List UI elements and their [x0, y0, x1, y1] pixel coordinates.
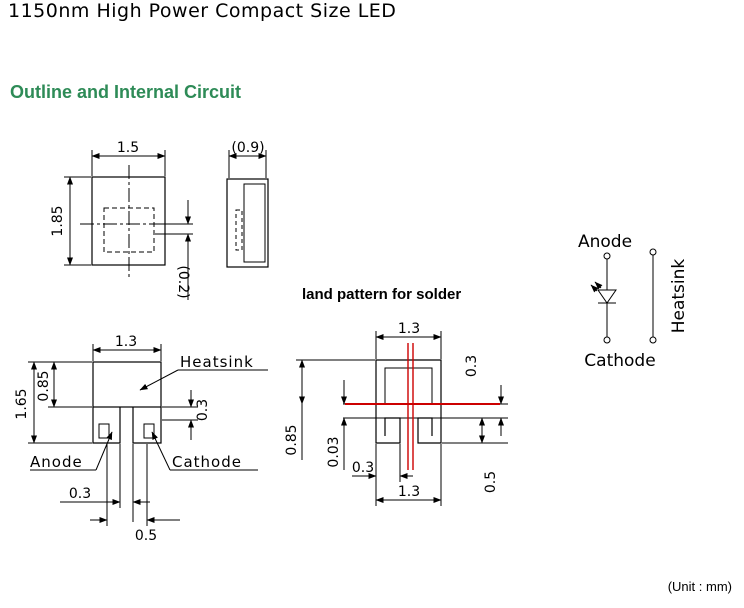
led-diode-icon	[597, 289, 617, 304]
side-thickness-label: (0.9)	[231, 140, 264, 156]
bottom-heatsink-pad	[92, 361, 162, 408]
section-title: Outline and Internal Circuit	[10, 82, 242, 102]
bottom-heatsink-label: Heatsink	[180, 353, 254, 371]
land-height-left-label: 0.85	[284, 424, 300, 455]
bottom-anode-label: Anode	[30, 453, 83, 471]
bottom-heatsink-height-label: 0.85	[36, 370, 52, 401]
bottom-cathode-pad	[132, 407, 162, 444]
land-width-top-label: 1.3	[398, 321, 420, 337]
land-pattern-title: land pattern for solder	[302, 286, 462, 303]
bottom-pad-gap-label: 0.5	[135, 528, 157, 544]
land-pad-width-label: 0.3	[352, 460, 374, 476]
land-height-right-top-label: 0.3	[464, 355, 480, 377]
top-offset-label: (0.2)	[175, 265, 191, 298]
top-width-label: 1.5	[117, 140, 139, 156]
bottom-gap-label: 0.3	[195, 399, 211, 421]
bottom-anode-pad	[92, 407, 121, 444]
circuit-anode-label: Anode	[578, 232, 632, 252]
internal-circuit	[590, 248, 657, 344]
circuit-cathode-label: Cathode	[584, 351, 655, 371]
page-title: 1150nm High Power Compact Size LED	[8, 0, 397, 22]
land-height-right-bottom-label: 0.5	[483, 471, 499, 493]
side-view	[226, 150, 269, 268]
bottom-width-label: 1.3	[115, 334, 137, 350]
land-gap-small-label: 0.03	[326, 436, 342, 467]
heatsink-terminal-top	[649, 248, 657, 256]
bottom-view	[28, 344, 268, 526]
cathode-terminal	[603, 336, 611, 344]
anode-terminal	[603, 252, 611, 260]
land-width-bottom-label: 1.3	[398, 484, 420, 500]
unit-note: (Unit : mm)	[667, 579, 732, 594]
heatsink-terminal-bottom	[649, 336, 657, 344]
top-height-label: 1.85	[50, 205, 66, 236]
bottom-cathode-label: Cathode	[172, 453, 242, 471]
side-view-lens	[243, 183, 266, 263]
bottom-pad-width-label: 0.3	[69, 486, 91, 502]
side-view-package	[226, 178, 269, 268]
top-view	[64, 150, 193, 300]
land-pattern-centerlines	[345, 343, 500, 470]
bottom-total-height-label: 1.65	[14, 388, 30, 419]
circuit-heatsink-label: Heatsink	[669, 259, 689, 334]
